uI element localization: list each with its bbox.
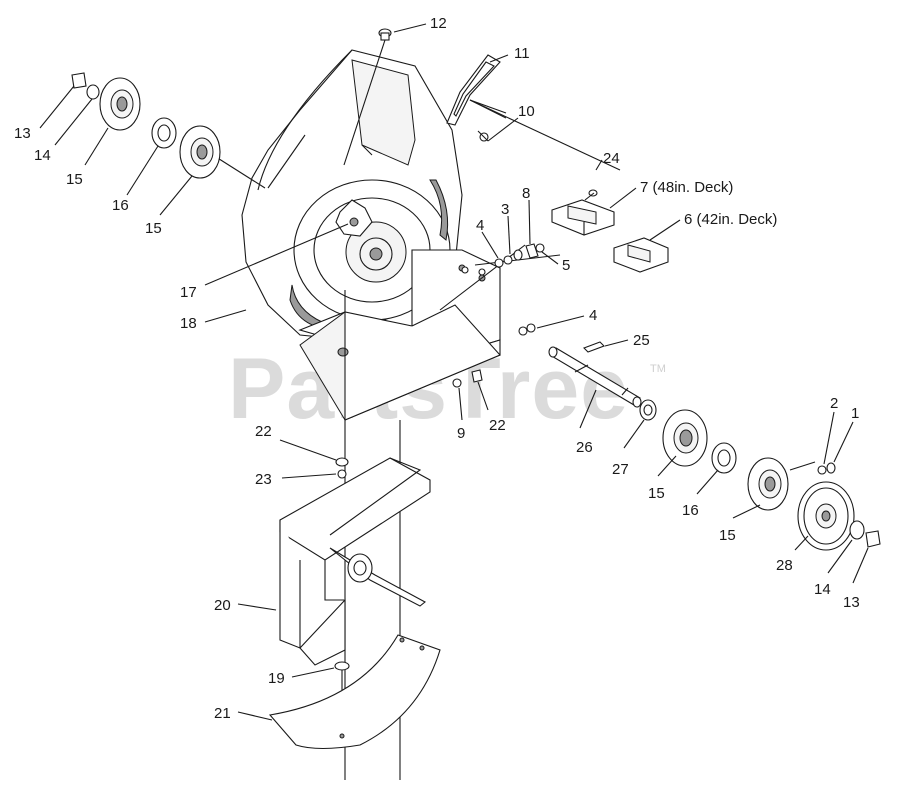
callout-15-left-a: 15 [66, 171, 83, 188]
watermark-trademark: TM [650, 363, 666, 375]
callout-13-left: 13 [14, 125, 31, 142]
part-4-nut [518, 323, 536, 336]
part-17-impeller-hub [335, 199, 373, 237]
lower-hardware-22-23 [335, 457, 349, 479]
part-21-deflector [268, 634, 441, 750]
callout-16-left: 16 [112, 197, 129, 214]
callout-2: 2 [830, 395, 838, 412]
part-7-bracket-48in [551, 199, 615, 236]
callout-28: 28 [776, 557, 793, 574]
callout-11: 11 [514, 45, 530, 62]
callout-25: 25 [633, 332, 650, 349]
blower-housing [241, 49, 501, 422]
callout-14-right: 14 [814, 581, 831, 598]
part-11-gasket [446, 54, 501, 126]
callout-19: 19 [268, 670, 285, 687]
callout-15-right-a: 15 [648, 485, 665, 502]
callout-9: 9 [457, 425, 465, 442]
part-10-screw [469, 99, 519, 142]
callout-3: 3 [501, 201, 509, 218]
callout-14-left: 14 [34, 147, 51, 164]
callout-5: 5 [562, 257, 570, 274]
callout-4-top: 4 [476, 217, 484, 234]
part-12-bolt [378, 28, 392, 41]
part-27-spacer [639, 399, 657, 421]
callout-20: 20 [214, 597, 231, 614]
callout-24: 24 [603, 150, 620, 167]
callout-21: 21 [214, 705, 231, 722]
callout-6: 6 (42in. Deck) [684, 211, 777, 228]
part-25-key [583, 341, 605, 353]
callout-18: 18 [180, 315, 197, 332]
callout-16-right: 16 [682, 502, 699, 519]
callout-23: 23 [255, 471, 272, 488]
callout-17: 17 [180, 284, 197, 301]
callout-15-right-b: 15 [719, 527, 736, 544]
part-26-shaft [548, 346, 642, 408]
hardware-4-3-8-5 [461, 243, 545, 276]
callout-10: 10 [518, 103, 535, 120]
part-20-chute-frame [279, 457, 431, 666]
callout-22-lower: 22 [255, 423, 272, 440]
part-24-screw [584, 189, 598, 201]
part-28-pulley [797, 481, 855, 551]
callout-15-left-b: 15 [145, 220, 162, 237]
part-9-22-hardware [452, 369, 483, 388]
right-end-hardware [817, 462, 881, 548]
callout-26: 26 [576, 439, 593, 456]
callout-1: 1 [851, 405, 859, 422]
callout-7: 7 (48in. Deck) [640, 179, 733, 196]
callout-4-mid: 4 [589, 307, 597, 324]
callout-labels: 12 11 10 24 7 (48in. Deck) 6 (42in. Deck… [14, 15, 860, 722]
right-bearing-assembly [662, 409, 789, 511]
left-bearing-assembly [71, 72, 221, 179]
part-6-bracket-42in [613, 237, 669, 273]
leader-lines [39, 23, 869, 721]
callout-27: 27 [612, 461, 629, 478]
callout-13-right: 13 [843, 594, 860, 611]
callout-12: 12 [430, 15, 447, 32]
callout-22-upper: 22 [489, 417, 506, 434]
callout-8: 8 [522, 185, 530, 202]
